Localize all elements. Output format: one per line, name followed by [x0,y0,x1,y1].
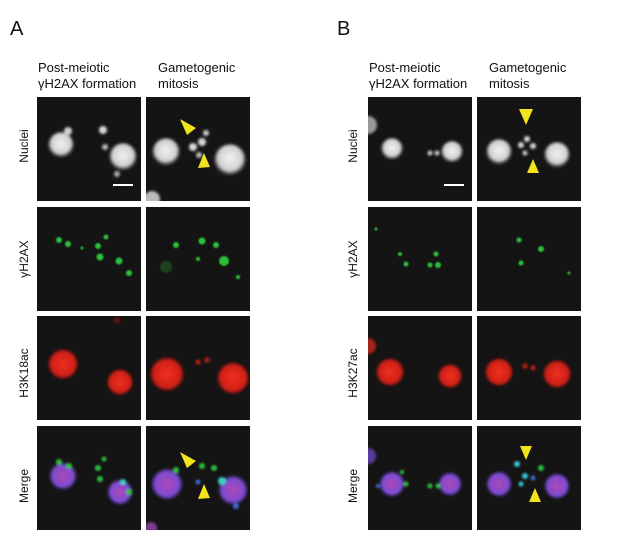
row-label-b-h3k27ac: H3K27ac [346,348,360,398]
arrowhead-icon [520,446,532,460]
image-b-merge-postmeiotic [368,426,472,530]
image-a-h3k18ac-gametogenic [146,316,250,420]
image-b-nuclei-gametogenic [477,97,581,201]
image-a-merge-postmeiotic [37,426,141,530]
column-header-b-gametogenic: Gametogenic mitosis [489,60,567,91]
row-label-b-merge: Merge [346,469,360,504]
image-b-h3k27ac-postmeiotic [368,316,472,420]
image-b-merge-gametogenic [477,426,581,530]
image-b-gamma-h2ax-gametogenic [477,207,581,311]
row-label-a-gamma-h2ax: γH2AX [17,240,31,278]
image-a-h3k18ac-postmeiotic [37,316,141,420]
arrowhead-icon [180,452,196,468]
row-label-b-gamma-h2ax: γH2AX [346,240,360,278]
arrowhead-icon [180,119,196,135]
row-label-a-merge: Merge [17,469,31,504]
image-b-gamma-h2ax-postmeiotic [368,207,472,311]
column-header-a-post-meiotic: Post-meiotic γH2AX formation [38,60,137,91]
row-label-a-h3k18ac: H3K18ac [17,348,31,398]
arrowhead-icon [529,488,541,502]
image-b-h3k27ac-gametogenic [477,316,581,420]
scale-bar [113,184,133,186]
image-a-gamma-h2ax-postmeiotic [37,207,141,311]
image-a-gamma-h2ax-gametogenic [146,207,250,311]
row-label-a-nuclei: Nuclei [17,129,31,163]
arrowhead-icon [198,153,210,168]
image-a-nuclei-gametogenic [146,97,250,201]
column-header-a-gametogenic: Gametogenic mitosis [158,60,236,91]
image-a-nuclei-postmeiotic [37,97,141,201]
arrowhead-icon [527,159,539,173]
row-label-b-nuclei: Nuclei [346,129,360,163]
arrowhead-icon [198,484,210,499]
scale-bar [444,184,464,186]
image-b-nuclei-postmeiotic [368,97,472,201]
image-a-merge-gametogenic [146,426,250,530]
column-header-b-post-meiotic: Post-meiotic γH2AX formation [369,60,468,91]
panel-letter-b: B [337,18,351,40]
arrowhead-icon [519,109,533,125]
panel-letter-a: A [10,18,24,40]
